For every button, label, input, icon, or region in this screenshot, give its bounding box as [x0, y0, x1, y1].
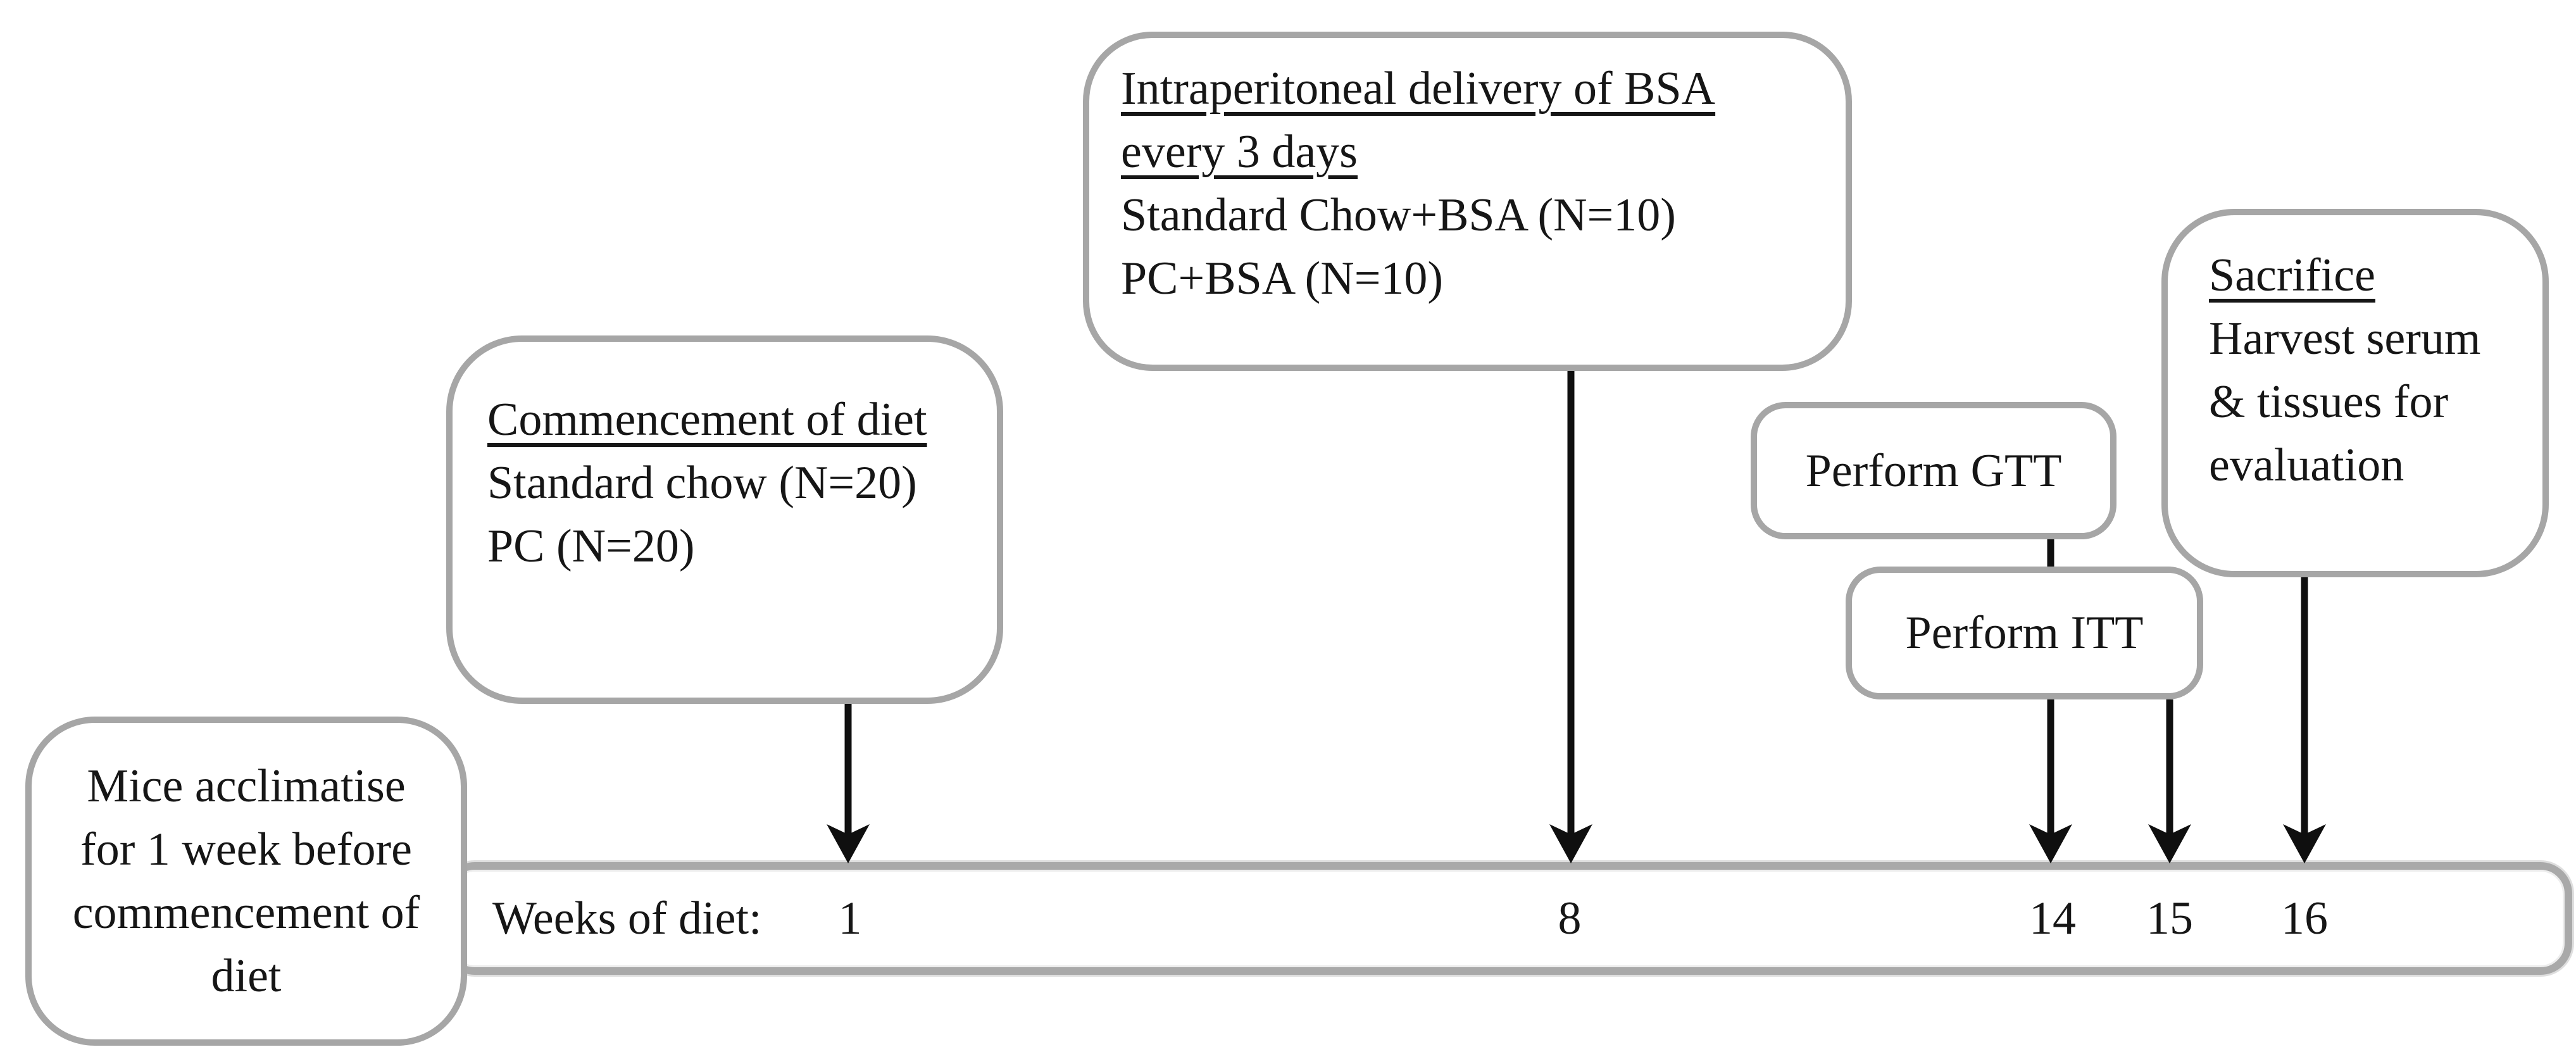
arrow-week-15 [2148, 699, 2191, 863]
commencement-group-standard-chow: Standard chow (N=20) [487, 457, 917, 509]
sacrifice-box: Sacrifice Harvest serum & tissues for ev… [2161, 209, 2549, 577]
weeks-axis-label: Weeks of diet: [492, 893, 762, 944]
arrow-shaft [2166, 699, 2173, 838]
gtt-box: Perform GTT [1751, 402, 2116, 539]
commencement-heading: Commencement of diet [487, 394, 927, 446]
sacrifice-line-evaluation: evaluation [2209, 439, 2404, 491]
itt-label: Perform ITT [1905, 607, 2144, 659]
week-tick-8: 8 [1558, 893, 1582, 944]
week-tick-15: 15 [2146, 893, 2193, 944]
timeline-bar: Weeks of diet: 1 8 14 15 16 [443, 862, 2572, 975]
commencement-box: Commencement of diet Standard chow (N=20… [446, 335, 1003, 704]
arrow-shaft [844, 704, 852, 838]
sacrifice-line-tissues: & tissues for [2209, 376, 2449, 428]
acclimatise-line-2: for 1 week before [80, 824, 412, 875]
arrow-week-1 [827, 704, 870, 863]
sacrifice-line-harvest: Harvest serum [2209, 313, 2481, 365]
arrow-week-16 [2283, 577, 2326, 863]
timeline-bar-inner: Weeks of diet: 1 8 14 15 16 [451, 870, 2565, 967]
bsa-delivery-box: Intraperitoneal delivery of BSA every 3 … [1083, 32, 1852, 371]
acclimatise-line-1: Mice acclimatise [87, 760, 406, 812]
acclimatise-line-3: commencement of [72, 887, 420, 939]
bsa-heading-line1: Intraperitoneal delivery of BSA [1121, 63, 1716, 115]
bsa-group-pc: PC+BSA (N=10) [1121, 253, 1444, 304]
week-tick-1: 1 [838, 893, 862, 944]
week-tick-14: 14 [2029, 893, 2076, 944]
acclimatise-line-4: diet [211, 950, 282, 1002]
arrow-shaft [2301, 577, 2308, 838]
gtt-label: Perform GTT [1805, 444, 2062, 497]
arrow-shaft [1567, 371, 1575, 838]
sacrifice-heading: Sacrifice [2209, 249, 2375, 301]
bsa-group-standard-chow: Standard Chow+BSA (N=10) [1121, 189, 1676, 241]
arrow-week-8 [1549, 371, 1592, 863]
week-tick-16: 16 [2281, 893, 2328, 944]
acclimatise-box: Mice acclimatise for 1 week before comme… [25, 717, 467, 1046]
bsa-heading-line2: every 3 days [1121, 126, 1358, 178]
itt-box: Perform ITT [1846, 567, 2203, 699]
commencement-group-pc: PC (N=20) [487, 520, 695, 572]
